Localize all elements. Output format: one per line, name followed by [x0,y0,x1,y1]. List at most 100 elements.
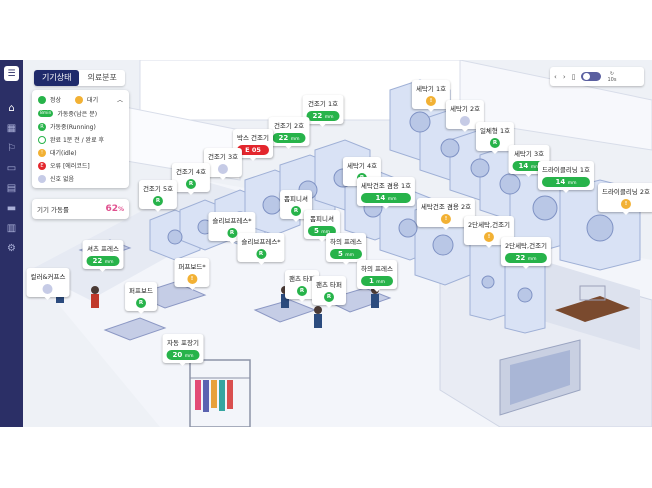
usage-value: 62% [105,204,124,214]
error-code-badge: E 05 [237,145,269,155]
machine-name: 박스 건조기 [237,134,269,142]
legend-row: R 가동중(Running) [32,120,129,133]
legend-row: E 오류 [에러코드] [32,159,129,172]
machine-label[interactable]: 슬리브프레스* R [237,233,285,265]
normal-dot-icon [38,95,46,104]
machine-label[interactable]: 하의 프레스 5 mm [326,233,366,265]
remaining-time-badge: 5 mm [307,226,337,236]
legend-row: 완료 1분 전 / 완료 후 [32,133,129,146]
remaining-time-badge: 22 mm [86,256,120,266]
machine-label[interactable]: 컬러&커프스 [26,268,70,300]
machine-name: 슬리브프레스* [241,238,281,246]
machine-name: 드라이클리닝 2호 [601,188,651,196]
card-icon[interactable]: ▬ [6,203,17,214]
complete-ring-icon [38,135,46,144]
idle-icon: ! [186,274,197,284]
machine-label[interactable]: 하의 프레스 1 mm [357,260,397,292]
machine-name: 하의 프레스 [361,265,393,273]
idle-icon: ! [484,232,494,242]
legend-row: 신호 없음 [32,172,129,188]
machine-name: 팬츠 타퍼 [316,281,342,289]
running-icon: R [290,206,301,216]
machine-name: 건조기 4호 [175,168,207,176]
usage-label: 기기 가동률 [37,206,69,214]
standby-dot-icon [75,95,84,104]
machine-name: 셔츠 프레스 [87,245,119,253]
prev-button[interactable]: ‹ [554,72,557,81]
building-icon[interactable]: ▦ [6,123,17,134]
menu-icon[interactable]: ☰ [4,66,19,81]
running-icon: R [186,179,196,189]
idle-icon: ! [38,148,46,157]
legend-row-label: 완료 1분 전 / 완료 후 [50,137,105,144]
running-icon: R [226,228,237,238]
document-icon[interactable]: ▤ [6,183,17,194]
machine-name: 건조기 3호 [207,153,239,161]
machine-label[interactable]: 건조기 4호 R [171,163,211,195]
running-icon: R [255,249,266,259]
machine-name: 일체형 1호 [479,127,511,135]
machine-name: 팬츠 타퍼 [289,275,315,283]
status-legend: 정상 대기 ︿ 8min 가동중(남은 분) R 가동중(Running) 완료… [32,90,129,188]
legend-standby-label: 대기 [87,97,99,104]
remaining-time-badge: 5 mm [330,249,362,259]
machine-name: 퍼프보드 [129,287,153,295]
remaining-time-badge: 22 mm [272,133,306,143]
machine-label[interactable]: 세탁기 1호! [411,80,451,112]
remaining-time-badge: 14 mm [512,161,546,171]
machine-name: 세탁건조 겸용 1호 [360,182,412,190]
no-signal-icon [218,164,228,174]
machine-label[interactable]: 건조기 5호 R [138,180,178,212]
machine-name: 건조기 5호 [142,185,174,193]
machine-name: 세탁기 1호 [415,85,447,93]
refresh-speed[interactable]: ↻10s [607,70,617,83]
next-button[interactable]: › [562,72,566,81]
machine-name: 슬리브프레스* [212,217,252,225]
running-icon: R [490,138,500,148]
idle-icon: ! [621,199,631,209]
legend-row: 8min 가동중(남은 분) [32,107,129,120]
panel-icon[interactable]: ▯ [571,72,576,81]
machine-label[interactable]: 셔츠 프레스 22 mm [82,240,124,272]
remaining-time-badge: 22 mm [306,111,340,121]
machine-name: 컬러&커프스 [30,273,66,281]
chevron-up-icon[interactable]: ︿ [116,97,123,104]
machine-label[interactable]: 건조기 3호 [203,148,243,180]
running-icon: R [153,196,163,206]
machine-name: 건조기 1호 [307,100,339,108]
home-icon[interactable]: ⌂ [8,103,15,114]
shirt-icon[interactable]: ⚐ [7,143,16,154]
machine-name: 폼피니셔 [284,195,308,203]
chart-icon[interactable]: ▥ [6,223,17,234]
machine-label[interactable]: 팬츠 타퍼 R [312,276,346,308]
machine-name: 하의 프레스 [330,238,362,246]
machine-name: 드라이클리닝 1호 [541,166,591,174]
app-window: ☰ ⌂ ▦ ⚐ ▭ ▤ ▬ ▥ ⚙ 기기상태 의료분포 정상 대기 ︿ 8min… [0,60,652,427]
remaining-time-badge: 1 mm [361,276,393,286]
usage-rate-card: 기기 가동률 62% [32,199,129,219]
playback-controls: ‹ › ▯ ↻10s [550,67,644,86]
tab-distribution[interactable]: 의료분포 [87,73,117,82]
machine-name: 2단세탁,건조기 [504,242,548,250]
monitor-icon[interactable]: ▭ [6,163,17,174]
error-icon: E [38,161,46,170]
legend-row-label: 오류 [에러코드] [50,163,90,170]
machine-name: 자동 포장기 [167,339,199,347]
gear-icon[interactable]: ⚙ [7,243,16,254]
machine-label[interactable]: 일체형 1호 R [475,122,515,154]
tab-device-status[interactable]: 기기상태 [34,70,80,86]
idle-icon: ! [440,214,451,224]
machine-label[interactable]: 드라이클리닝 2호! [597,183,652,215]
machine-label[interactable]: 퍼프보드*! [174,258,210,290]
legend-normal-label: 정상 [50,97,62,104]
machine-name: 폼피니셔 [310,215,334,223]
running-icon: R [297,286,307,296]
running-icon: R [324,292,334,302]
auto-rotate-toggle[interactable] [581,72,602,81]
